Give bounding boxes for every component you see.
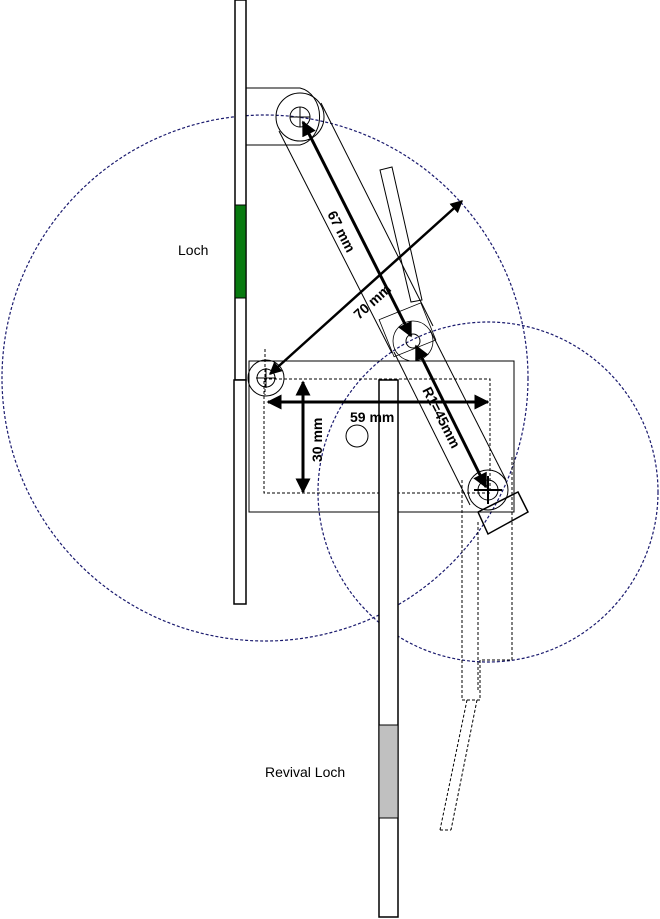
base-plate-dashed — [263, 378, 491, 494]
dim-70-arrow — [269, 200, 463, 375]
swing-circle-large — [1, 114, 529, 642]
dim-59-label: 59 mm — [350, 409, 394, 425]
slanted-bar — [379, 166, 423, 303]
ghost-arm — [439, 455, 513, 831]
loch-window — [234, 204, 247, 299]
revival-window — [378, 724, 399, 819]
swing-circle-small — [317, 321, 659, 663]
dim-67-label: 67 mm — [324, 208, 358, 255]
revival-bar — [378, 379, 399, 918]
revival-loch-label: Revival Loch — [265, 764, 345, 780]
left-pivot — [247, 359, 285, 397]
left-bar-upper — [234, 0, 247, 381]
dim-r45-arrow — [414, 344, 488, 489]
mount-hole — [345, 424, 369, 448]
loch-label: Loch — [178, 242, 208, 258]
left-bar-lower — [233, 379, 247, 605]
dim-30-label: 30 mm — [309, 418, 325, 462]
